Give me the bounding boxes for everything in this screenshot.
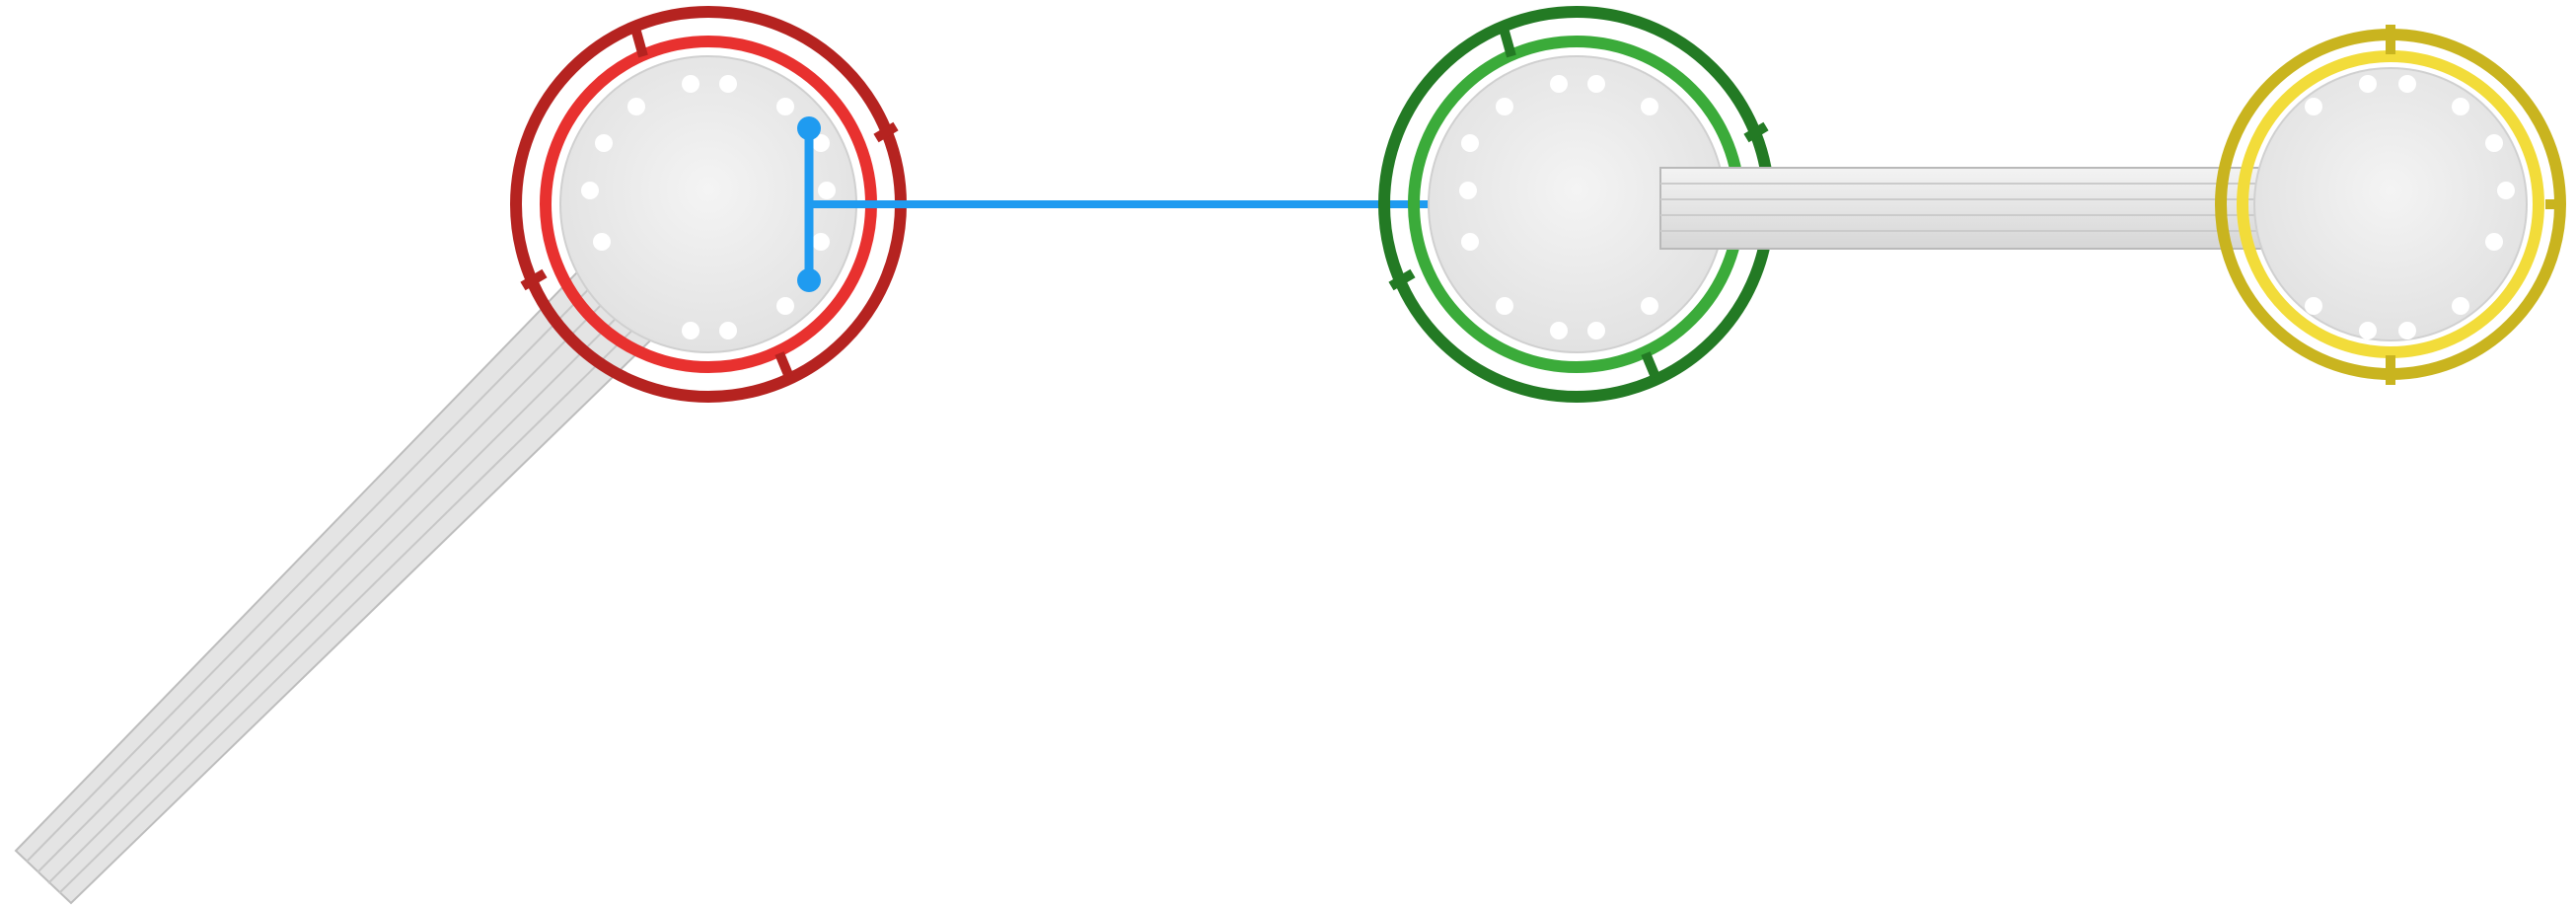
deck-holes: [581, 75, 836, 339]
straight-bridge: [1659, 167, 2322, 250]
deck-holes: [2305, 75, 2515, 339]
platform-red: [510, 6, 907, 403]
platform-yellow: [2215, 25, 2566, 385]
deck-holes: [1459, 75, 1658, 339]
